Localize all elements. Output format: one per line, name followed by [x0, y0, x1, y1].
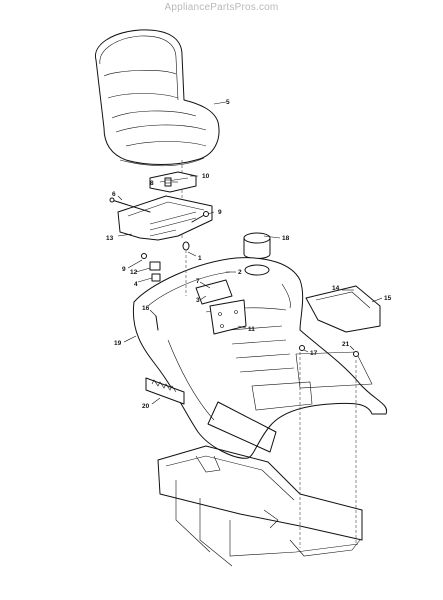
callout-9b: 9: [122, 266, 126, 273]
bolt-21[interactable]: [353, 351, 359, 357]
watermark: AppliancePartsPros.com: [164, 2, 279, 13]
callout-5: 5: [226, 99, 230, 106]
callout-18: 18: [282, 235, 290, 242]
callout-20: 20: [142, 403, 150, 410]
callout-13: 13: [106, 235, 114, 242]
leader-lines: [117, 101, 383, 405]
shift-gate[interactable]: [145, 377, 185, 405]
callout-15: 15: [384, 295, 392, 302]
callout-6: 6: [112, 191, 116, 198]
callout-19: 19: [114, 340, 122, 347]
callout-7: 7: [196, 278, 200, 285]
spacer[interactable]: [151, 273, 161, 282]
callout-12: 12: [130, 269, 138, 276]
callout-1: 1: [198, 255, 202, 262]
callout-3: 3: [196, 297, 200, 304]
callout-9a: 9: [218, 209, 222, 216]
cup-holder[interactable]: [243, 232, 271, 259]
callout-14: 14: [332, 285, 340, 292]
seat[interactable]: [95, 29, 220, 167]
bolt-17[interactable]: [299, 345, 305, 351]
side-panel[interactable]: [305, 285, 381, 333]
callout-10: 10: [202, 173, 210, 180]
mounting-plate[interactable]: [209, 299, 247, 335]
callout-16: 16: [142, 305, 150, 312]
pivot-plate[interactable]: [195, 279, 233, 305]
fender[interactable]: [132, 257, 388, 459]
callout-21: 21: [342, 341, 350, 348]
spring[interactable]: [164, 177, 172, 187]
seat-pan[interactable]: [117, 195, 213, 241]
frame: [157, 445, 363, 567]
knob[interactable]: [182, 241, 190, 251]
callout-4: 4: [134, 281, 138, 288]
callout-2: 2: [238, 269, 242, 276]
clip-lower[interactable]: [141, 253, 147, 259]
bumper-block[interactable]: [149, 261, 161, 271]
adjustment-rod[interactable]: [109, 197, 151, 213]
callout-8: 8: [150, 180, 154, 187]
bolt-16[interactable]: [155, 315, 159, 331]
callout-11: 11: [248, 326, 255, 333]
callout-17: 17: [310, 350, 318, 357]
